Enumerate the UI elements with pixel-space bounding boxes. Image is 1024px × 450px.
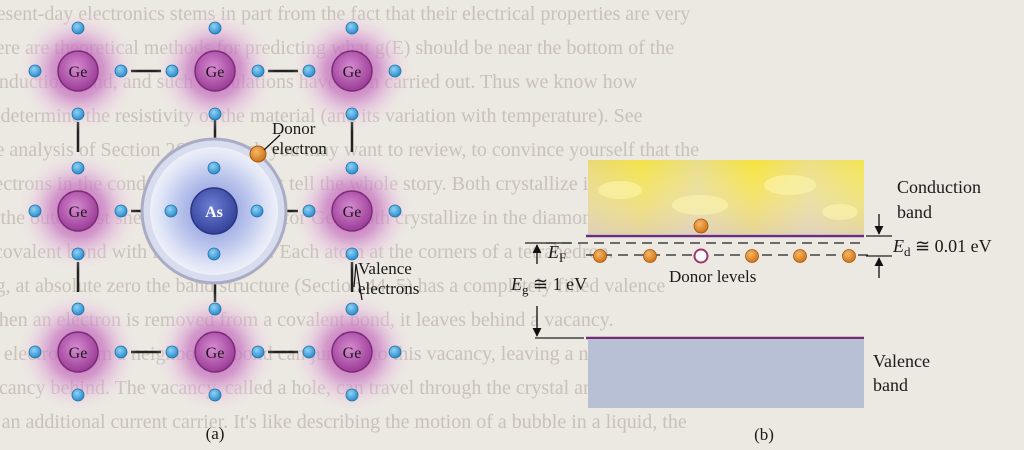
valence-electron: [165, 345, 179, 359]
valence-electron: [388, 204, 402, 218]
donor-label-line2: electron: [272, 139, 327, 158]
background-text-line: ing, at absolute zero the band structure…: [0, 275, 666, 297]
donor-pointer-line: [263, 134, 281, 151]
valence-label-line2: electrons: [358, 279, 419, 298]
valence-electron: [388, 345, 402, 359]
valence-electron: [71, 388, 85, 402]
valence-label-line1: Valence: [358, 259, 412, 278]
valence-electron: [302, 64, 316, 78]
band-speckle: [764, 175, 816, 195]
caption-a: (a): [206, 424, 225, 443]
gap-energy-label: Eg ≅ 1 eV: [510, 274, 587, 297]
donor-electron: [249, 145, 267, 163]
valence-electron: [28, 204, 42, 218]
as-core: [190, 187, 238, 235]
panel-b-band-diagram: Donor levels EF Eg ≅ 1 eV Ed ≅ 0.01 eV C…: [510, 160, 992, 444]
ge-core: [331, 50, 373, 92]
as-atom-label: As: [205, 204, 223, 221]
valence-electron: [345, 388, 359, 402]
donor-energy-label: Ed ≅ 0.01 eV: [892, 236, 992, 259]
fermi-energy-label: EF: [547, 242, 566, 265]
ge-core: [57, 50, 99, 92]
arsenic-atom: As: [140, 137, 288, 285]
donor-label-line1: Donor: [272, 119, 316, 138]
ge-atom-label: Ge: [69, 345, 88, 362]
valence-electron: [207, 161, 221, 175]
conduction-electron: [693, 218, 709, 234]
valence-electron: [388, 64, 402, 78]
valence-electron: [345, 161, 359, 175]
valence-electron: [71, 161, 85, 175]
valence-electron: [251, 345, 265, 359]
valence-band-fill: [588, 340, 864, 408]
valence-electron: [345, 247, 359, 261]
conduction-band-label-line2: band: [897, 202, 932, 222]
ge-atom-label: Ge: [69, 204, 88, 221]
donor-level-electron: [643, 249, 657, 263]
valence-electron: [28, 345, 42, 359]
ge-atom-label: Ge: [343, 345, 362, 362]
germanium-cores: [57, 50, 373, 373]
valence-pointer-line: [353, 263, 357, 288]
ge-atom-label: Ge: [206, 345, 225, 362]
valence-electron: [208, 388, 222, 402]
valence-electron: [302, 345, 316, 359]
donor-level-electron: [842, 249, 856, 263]
ge-atom-label: Ge: [343, 204, 362, 221]
conduction-band-shade: [588, 160, 864, 234]
valence-electron: [71, 107, 85, 121]
panel-a-lattice: As Ge Ge Ge Ge Ge Ge Ge Ge: [18, 11, 419, 443]
valence-electron: [71, 21, 85, 35]
band-speckle: [822, 204, 858, 220]
valence-electron: [28, 64, 42, 78]
valence-electron: [114, 64, 128, 78]
valence-electron: [208, 21, 222, 35]
ge-core: [57, 331, 99, 373]
ge-atom-label: Ge: [343, 64, 362, 81]
ge-atom-label: Ge: [69, 64, 88, 81]
donor-levels-label: Donor levels: [669, 267, 756, 286]
valence-electrons: [28, 21, 402, 402]
valence-electron: [208, 107, 222, 121]
valence-electron: [71, 302, 85, 316]
band-speckle: [598, 181, 642, 199]
ge-core: [57, 190, 99, 232]
donor-level-electron: [793, 249, 807, 263]
ge-core: [331, 331, 373, 373]
valence-electron: [71, 247, 85, 261]
valence-electron: [208, 302, 222, 316]
valence-electron: [207, 247, 221, 261]
valence-electron: [165, 64, 179, 78]
valence-electron: [114, 345, 128, 359]
donor-level-electron: [593, 249, 607, 263]
valence-electron: [345, 302, 359, 316]
valence-electron: [345, 107, 359, 121]
donor-level-electrons: [593, 249, 856, 263]
valence-electron: [250, 204, 264, 218]
caption-b: (b): [754, 425, 774, 444]
background-text-line: as an additional current carrier. It's l…: [0, 411, 687, 433]
valence-band-label-line2: band: [873, 375, 908, 395]
ge-core: [194, 331, 236, 373]
valence-electron: [345, 21, 359, 35]
ionized-donor-site: [693, 248, 709, 264]
valence-electron: [251, 64, 265, 78]
ge-atom-label: Ge: [206, 64, 225, 81]
conduction-band-speckles: [598, 175, 858, 220]
conduction-band-label-line1: Conduction: [897, 177, 981, 197]
valence-electron: [302, 204, 316, 218]
ge-core: [331, 190, 373, 232]
donor-level-electron: [745, 249, 759, 263]
valence-electron: [164, 204, 178, 218]
ge-core: [194, 50, 236, 92]
valence-electron: [114, 204, 128, 218]
valence-pointer-line: [355, 263, 363, 301]
valence-band-label-line1: Valence: [873, 351, 930, 371]
band-speckle: [672, 195, 728, 215]
